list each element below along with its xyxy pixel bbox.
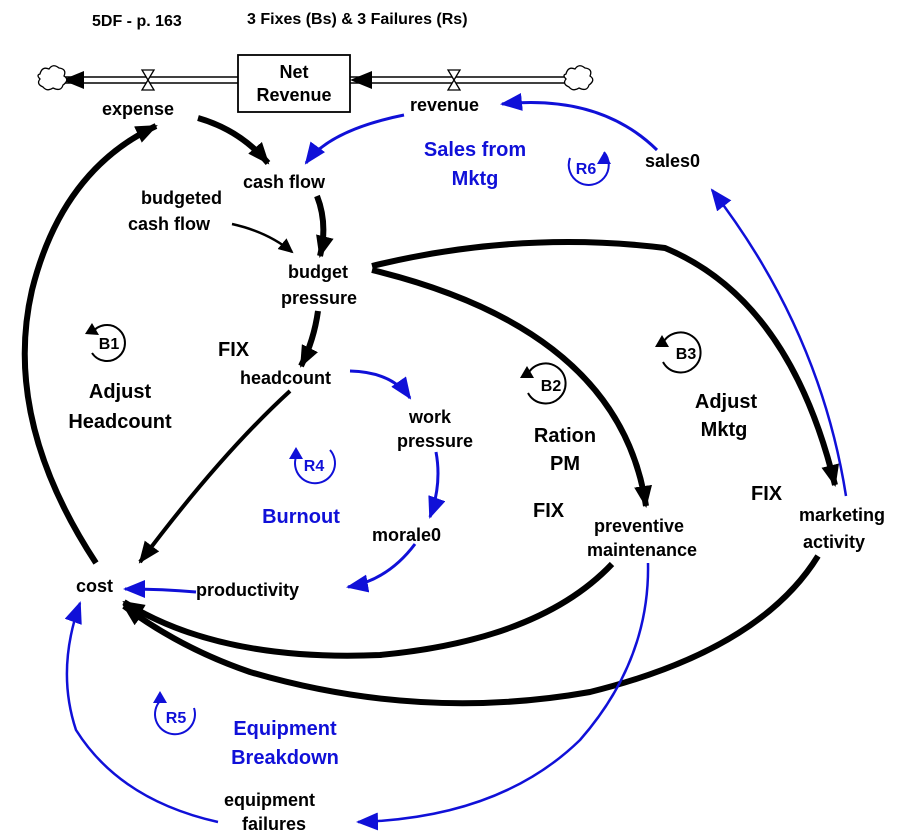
loop-r4: R4 Burnout <box>262 447 340 528</box>
loop-b2-icon <box>526 362 567 405</box>
variables: expense revenue cash flow budgeted cash … <box>76 95 885 834</box>
loop-r6-name-line2: Mktg <box>452 168 499 190</box>
link-headcount-to-workpressure <box>349 369 412 400</box>
expense-valve-icon <box>140 69 156 91</box>
loop-r5: R5 Equipment Breakdown <box>153 691 339 769</box>
loop-b1: B1 Adjust Headcount <box>68 323 172 433</box>
morale-label: morale0 <box>372 525 441 545</box>
cloud-sink-icon <box>37 65 68 91</box>
net-revenue-label-line2: Revenue <box>256 85 331 105</box>
loop-r6-id: R6 <box>576 161 597 178</box>
net-revenue-label-line1: Net <box>279 62 308 82</box>
loop-r4-name: Burnout <box>262 506 340 528</box>
budget-pressure-line2: pressure <box>281 288 357 308</box>
loop-b2-name-line1: Ration <box>534 425 596 447</box>
loop-b3: B3 Adjust Mktg <box>655 331 758 441</box>
expense-pipe-arrowhead <box>62 71 84 89</box>
loop-r4-id: R4 <box>304 458 325 475</box>
revenue-valve-icon <box>446 69 462 91</box>
link-budgetpressure-to-preventive <box>371 267 652 508</box>
blue-links <box>64 93 848 831</box>
budget-pressure-line1: budget <box>288 262 348 282</box>
loop-b1-name-line1: Adjust <box>89 381 152 403</box>
diagram-subtitle: 3 Fixes (Bs) & 3 Failures (Rs) <box>247 11 468 28</box>
fix-preventive-label: FIX <box>533 500 565 522</box>
productivity-label: productivity <box>196 580 299 600</box>
fix-labels: FIX FIX FIX <box>218 339 783 522</box>
net-revenue-stock <box>237 54 351 113</box>
page-reference: 5DF - p. 163 <box>92 13 182 30</box>
work-pressure-line2: pressure <box>397 431 473 451</box>
link-marketing-to-cost <box>122 554 821 707</box>
loop-r6: R6 Sales from Mktg <box>424 139 611 190</box>
loop-b2-id: B2 <box>541 378 562 395</box>
link-cost-to-expense <box>21 123 158 565</box>
link-headcount-to-cost <box>138 389 292 564</box>
loop-b1-name-line2: Headcount <box>68 411 172 433</box>
cost-label: cost <box>76 576 113 596</box>
revenue-pipe-arrowhead <box>350 71 372 89</box>
cash-flow-label: cash flow <box>243 172 326 192</box>
loop-b3-name-line2: Mktg <box>701 419 748 441</box>
loop-r5-name-line2: Breakdown <box>231 747 339 769</box>
link-expense-to-cashflow <box>197 115 271 165</box>
preventive-maintenance-line1: preventive <box>594 516 684 536</box>
loop-r5-id: R5 <box>166 710 187 727</box>
revenue-label: revenue <box>410 95 479 115</box>
link-sales-to-revenue <box>500 93 659 152</box>
marketing-activity-line1: marketing <box>799 505 885 525</box>
equipment-failures-line1: equipment <box>224 790 315 810</box>
link-revenue-to-cashflow <box>304 113 405 165</box>
headcount-label: headcount <box>240 368 331 388</box>
stock-flow-structure: Net Revenue <box>37 54 594 113</box>
black-links <box>21 115 840 707</box>
fix-headcount-label: FIX <box>218 339 250 361</box>
loop-r6-name-line1: Sales from <box>424 139 526 161</box>
link-budgetpressure-to-headcount <box>298 310 321 368</box>
work-pressure-line1: work <box>408 407 452 427</box>
link-budgeted-to-budgetpressure <box>231 222 294 254</box>
link-budgetpressure-to-marketing <box>371 239 840 487</box>
link-preventive-to-failures <box>356 562 650 831</box>
loop-r5-icon <box>154 700 196 736</box>
link-preventive-to-cost <box>122 561 615 659</box>
budgeted-cash-flow-line1: budgeted <box>141 188 222 208</box>
loop-b3-name-line1: Adjust <box>695 391 758 413</box>
link-cashflow-to-budgetpressure <box>314 194 334 258</box>
loop-b1-icon <box>91 324 126 362</box>
link-marketing-to-sales <box>710 188 848 497</box>
marketing-activity-line2: activity <box>803 532 865 552</box>
fix-marketing-label: FIX <box>751 483 783 505</box>
sales-label: sales0 <box>645 151 700 171</box>
loop-r4-icon <box>294 449 336 485</box>
loop-b2: B2 Ration PM <box>520 362 596 475</box>
loop-r5-name-line1: Equipment <box>233 718 337 740</box>
budgeted-cash-flow-line2: cash flow <box>128 214 211 234</box>
loop-b3-icon <box>661 331 702 374</box>
cloud-source-icon <box>563 65 594 91</box>
link-productivity-to-cost <box>123 580 197 599</box>
preventive-maintenance-line2: maintenance <box>587 540 697 560</box>
expense-label: expense <box>102 99 174 119</box>
link-failures-to-cost <box>64 601 219 824</box>
link-morale-to-productivity <box>346 543 417 593</box>
link-workpressure-to-morale <box>428 451 446 519</box>
equipment-failures-line2: failures <box>242 814 306 834</box>
loop-b2-name-line2: PM <box>550 453 580 475</box>
loop-b1-id: B1 <box>99 336 120 353</box>
loop-b3-id: B3 <box>676 346 697 363</box>
